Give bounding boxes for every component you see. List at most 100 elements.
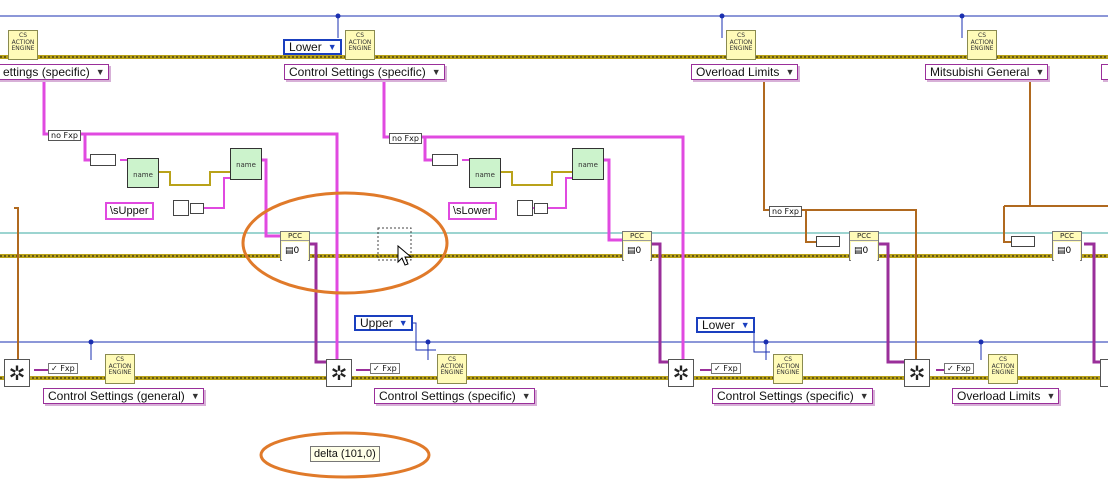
selector-lower-top[interactable]: Lower ▼ [283, 39, 342, 55]
unbundle-by-name-node[interactable]: name [127, 158, 159, 188]
dropdown-arrow-icon: ▼ [190, 391, 200, 401]
convert-node[interactable] [173, 200, 189, 216]
bundle-by-name-node[interactable]: name [230, 148, 262, 180]
name-label: name [236, 161, 256, 169]
action-engine-icon[interactable]: CS ACTION ENGINE [345, 30, 375, 60]
unbundle-by-name-node[interactable]: name [469, 158, 501, 188]
engine-label-line1: CS [737, 32, 745, 39]
engine-label-line1: CS [19, 32, 27, 39]
bundle-node[interactable] [90, 154, 116, 166]
selector-upper[interactable]: Upper ▼ [354, 315, 413, 331]
action-engine-icon[interactable]: CS ACTION ENGINE [105, 354, 135, 384]
name-label: name [133, 171, 153, 179]
engine-label-line3: ENGINE [729, 45, 753, 52]
engine-label-line3: ENGINE [991, 369, 1015, 376]
event-structure-gear-icon[interactable]: ✲ [4, 359, 30, 387]
no-fxp-label: no Fxp [769, 206, 802, 217]
engine-label-line1: CS [448, 356, 456, 363]
action-engine-icon[interactable]: CS ACTION ENGINE [8, 30, 38, 60]
event-structure-gear-icon[interactable]: ✲ [668, 359, 694, 387]
no-fxp-label: no Fxp [48, 130, 81, 141]
enum-label: Control Settings (specific) [379, 389, 516, 403]
fxp-label: ✓ Fxp [370, 363, 400, 374]
pcc-node[interactable]: PCC ▤0 [280, 231, 310, 261]
dropdown-arrow-icon: ▼ [1046, 391, 1056, 401]
dropdown-arrow-icon: ▼ [398, 318, 408, 328]
dropdown-arrow-icon: ▼ [431, 67, 441, 77]
enum-label: Control Settings (general) [48, 389, 185, 403]
engine-label-line2: ACTION [776, 362, 800, 370]
drag-delta-tooltip: delta (101,0) [310, 446, 380, 462]
enum-label: Mitsubishi General [930, 65, 1030, 79]
bundle-node[interactable] [1011, 236, 1035, 247]
pcc-label: PCC [281, 232, 309, 241]
pcc-body-icon: ▤0 [282, 242, 308, 261]
event-structure-gear-icon[interactable]: ✲ [904, 359, 930, 387]
engine-label-line3: ENGINE [776, 369, 800, 376]
fxp-label: ✓ Fxp [48, 363, 78, 374]
enum-control-settings-specific-partial[interactable]: ettings (specific) ▼ [0, 64, 109, 80]
pcc-body-icon: ▤0 [851, 242, 877, 261]
pcc-label: PCC [623, 232, 651, 241]
string-constant-text: \sUpper [110, 205, 149, 217]
action-engine-icon[interactable]: CS ACTION ENGINE [437, 354, 467, 384]
engine-label-line2: ACTION [348, 38, 372, 46]
pcc-label: PCC [1053, 232, 1081, 241]
engine-label-line1: CS [978, 32, 986, 39]
selection-rectangle[interactable] [377, 227, 412, 261]
pcc-node[interactable]: PCC ▤0 [622, 231, 652, 261]
enum-label: Control Settings (specific) [717, 389, 854, 403]
convert-node[interactable] [517, 200, 533, 216]
fxp-label: ✓ Fxp [944, 363, 974, 374]
engine-label-line2: ACTION [991, 362, 1015, 370]
mouse-cursor-icon [397, 244, 413, 266]
pcc-body-icon: ▤0 [624, 242, 650, 261]
action-engine-icon[interactable]: CS ACTION ENGINE [988, 354, 1018, 384]
string-node[interactable] [534, 203, 548, 214]
enum-overload-limits[interactable]: Overload Limits ▼ [691, 64, 799, 80]
engine-label-line1: CS [356, 32, 364, 39]
pcc-node[interactable]: PCC ▤0 [1052, 231, 1082, 261]
pcc-body-icon: ▤0 [1054, 242, 1080, 261]
enum-control-settings-specific[interactable]: Control Settings (specific) ▼ [284, 64, 445, 80]
action-engine-icon[interactable]: CS ACTION ENGINE [967, 30, 997, 60]
engine-label-line2: ACTION [729, 38, 753, 46]
enum-control-settings-general[interactable]: Control Settings (general) ▼ [43, 388, 204, 404]
event-structure-gear-icon[interactable]: ✲ [326, 359, 352, 387]
dropdown-arrow-icon: ▼ [785, 67, 795, 77]
string-constant-supper[interactable]: \sUpper [105, 202, 154, 220]
enum-label: Overload Limits [957, 389, 1041, 403]
enum-label: ettings (specific) [3, 65, 90, 79]
highlight-ellipse-tooltip [259, 431, 431, 479]
bundle-node[interactable] [816, 236, 840, 247]
bundle-node[interactable] [432, 154, 458, 166]
string-constant-text: \sLower [453, 205, 492, 217]
event-structure-gear-icon[interactable] [1100, 359, 1108, 387]
tooltip-text: delta (101,0) [314, 448, 376, 460]
enum-mitsubishi-general[interactable]: Mitsubishi General ▼ [925, 64, 1049, 80]
string-node[interactable] [190, 203, 204, 214]
selector-label: Lower [289, 40, 322, 54]
dropdown-arrow-icon: ▼ [1035, 67, 1045, 77]
enum-overload-limits[interactable]: Overload Limits ▼ [952, 388, 1060, 404]
engine-label-line1: CS [784, 356, 792, 363]
engine-label-line1: CS [116, 356, 124, 363]
dropdown-arrow-icon: ▼ [95, 67, 105, 77]
pcc-node[interactable]: PCC ▤0 [849, 231, 879, 261]
enum-control-settings-specific[interactable]: Control Settings (specific) ▼ [712, 388, 873, 404]
action-engine-icon[interactable]: CS ACTION ENGINE [773, 354, 803, 384]
dropdown-arrow-icon: ▼ [740, 320, 750, 330]
engine-label-line2: ACTION [108, 362, 132, 370]
engine-label-line3: ENGINE [970, 45, 994, 52]
fxp-label: ✓ Fxp [711, 363, 741, 374]
dropdown-arrow-icon: ▼ [859, 391, 869, 401]
engine-label-line1: CS [999, 356, 1007, 363]
enum-cut-off[interactable] [1101, 64, 1108, 80]
enum-control-settings-specific[interactable]: Control Settings (specific) ▼ [374, 388, 535, 404]
engine-label-line3: ENGINE [348, 45, 372, 52]
bundle-by-name-node[interactable]: name [572, 148, 604, 180]
selector-lower[interactable]: Lower ▼ [696, 317, 755, 333]
action-engine-icon[interactable]: CS ACTION ENGINE [726, 30, 756, 60]
string-constant-slower[interactable]: \sLower [448, 202, 497, 220]
